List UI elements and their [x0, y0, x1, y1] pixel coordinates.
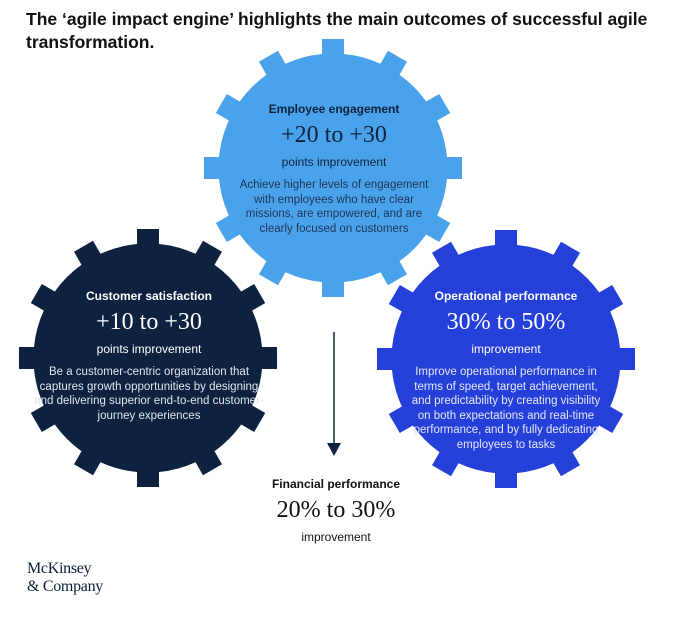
customer-unit: points improvement: [96, 342, 202, 356]
employee-engagement-gear: [204, 39, 462, 297]
customer-satisfaction-gear: [19, 229, 277, 487]
employee-unit: points improvement: [281, 155, 387, 169]
financial-performance-block: Financial performance 20% to 30% improve…: [236, 476, 436, 545]
operational-performance-block: Operational performance 30% to 50% impro…: [406, 288, 606, 452]
mckinsey-logo: McKinsey & Company: [27, 560, 103, 596]
operational-description: Improve operational performance in terms…: [411, 366, 601, 451]
employee-engagement-block: Employee engagement +20 to +30 points im…: [234, 101, 434, 236]
operational-value: 30% to 50%: [446, 309, 566, 335]
customer-satisfaction-block: Customer satisfaction +10 to +30 points …: [34, 288, 264, 423]
financial-heading: Financial performance: [271, 477, 401, 491]
employee-description: Achieve higher levels of engagement with…: [239, 179, 429, 235]
financial-unit: improvement: [301, 530, 371, 544]
customer-value: +10 to +30: [96, 309, 202, 335]
employee-value: +20 to +30: [281, 122, 387, 148]
financial-value: 20% to 30%: [276, 497, 396, 523]
logo-line-2: & Company: [27, 578, 103, 595]
operational-performance-gear: [377, 230, 635, 488]
operational-unit: improvement: [471, 342, 541, 356]
customer-heading: Customer satisfaction: [85, 289, 213, 303]
operational-heading: Operational performance: [434, 289, 578, 303]
customer-description: Be a customer-centric organization that …: [34, 366, 264, 422]
arrow-down-icon: [327, 443, 341, 456]
page-title: The ‘agile impact engine’ highlights the…: [26, 9, 648, 52]
employee-heading: Employee engagement: [268, 102, 400, 116]
logo-line-1: McKinsey: [27, 560, 92, 577]
